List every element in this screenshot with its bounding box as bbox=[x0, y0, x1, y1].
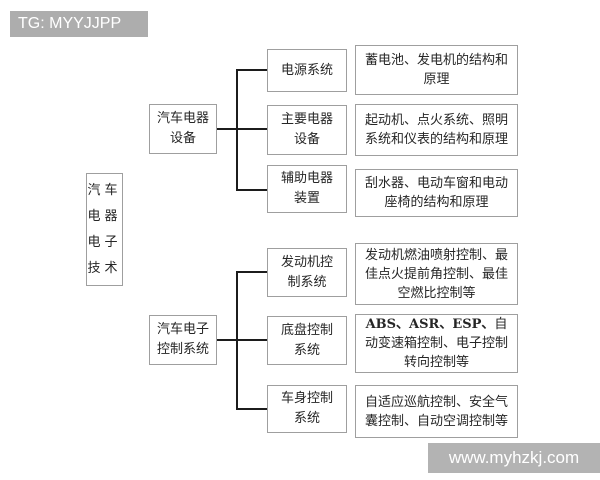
leaf-abs-asr-esp-control: ABS、ASR、ESP、自动变速箱控制、电子控制转向控制等 bbox=[355, 314, 518, 373]
connector-branch2-to-chassis-control bbox=[217, 339, 267, 341]
branch-node-label: 汽车电子控制系统 bbox=[156, 322, 209, 357]
leaf-fuel-injection-ignition-control: 发动机燃油喷射控制、最佳点火提前角控制、最佳空燃比控制等 bbox=[355, 243, 518, 305]
sub-node-label: 电源系统 bbox=[280, 62, 333, 78]
root-node-label: 汽车 电器 电子 技术 bbox=[87, 182, 122, 276]
connector-to-auxiliary-devices bbox=[236, 189, 267, 191]
sub-node-label: 发动机控制系统 bbox=[280, 254, 333, 290]
sub-node-main-electrical-equipment: 主要电器设备 bbox=[267, 105, 347, 155]
leaf-wiper-window-seat: 刮水器、电动车窗和电动座椅的结构和原理 bbox=[355, 169, 518, 217]
leaf-starter-ignition-lighting: 起动机、点火系统、照明系统和仪表的结构和原理 bbox=[355, 104, 518, 156]
sub-node-auxiliary-devices: 辅助电器装置 bbox=[267, 165, 347, 213]
leaf-detail-text: 刮水器、电动车窗和电动座椅的结构和原理 bbox=[364, 176, 508, 210]
leaf-battery-generator: 蓄电池、发电机的结构和原理 bbox=[355, 45, 518, 95]
sub-node-label: 车身控制系统 bbox=[280, 391, 333, 426]
sub-node-chassis-control-system: 底盘控制系统 bbox=[267, 316, 347, 365]
leaf-detail-rest: 自动变速箱控制、电子控制转向控制等 bbox=[364, 317, 508, 370]
connector-to-body-control bbox=[236, 408, 267, 410]
leaf-detail-text: ABS、ASR、ESP、自动变速箱控制、电子控制转向控制等 bbox=[362, 315, 512, 372]
leaf-cruise-airbag-ac-control: 自适应巡航控制、安全气囊控制、自动空调控制等 bbox=[355, 385, 518, 438]
sub-node-label: 主要电器设备 bbox=[280, 112, 333, 147]
sub-node-label: 底盘控制系统 bbox=[280, 322, 333, 358]
connector-to-engine-control bbox=[236, 271, 267, 273]
connector-trunk-branch1 bbox=[236, 69, 238, 191]
sub-node-power-system: 电源系统 bbox=[267, 49, 347, 92]
sub-node-label: 辅助电器装置 bbox=[280, 171, 333, 206]
leaf-detail-text: 自适应巡航控制、安全气囊控制、自动空调控制等 bbox=[364, 394, 508, 429]
leaf-detail-text: 起动机、点火系统、照明系统和仪表的结构和原理 bbox=[364, 113, 508, 147]
sub-node-engine-control-system: 发动机控制系统 bbox=[267, 248, 347, 297]
connector-branch1-to-main-equipment bbox=[217, 128, 267, 130]
branch-node-electronic-control: 汽车电子控制系统 bbox=[149, 315, 217, 365]
site-watermark: www.myhzkj.com bbox=[428, 443, 600, 473]
leaf-detail-text: 蓄电池、发电机的结构和原理 bbox=[364, 53, 508, 87]
tag-watermark-label: TG: MYYJJPP bbox=[10, 11, 148, 37]
leaf-detail-text: 发动机燃油喷射控制、最佳点火提前角控制、最佳空燃比控制等 bbox=[364, 247, 508, 301]
leaf-detail-bold-prefix: ABS、ASR、ESP、 bbox=[365, 317, 495, 332]
branch-node-electrical-equipment: 汽车电器设备 bbox=[149, 104, 217, 154]
connector-to-power-system bbox=[236, 69, 267, 71]
root-node-qiche-dianqi-dianzi-jishu: 汽车 电器 电子 技术 bbox=[86, 173, 123, 286]
sub-node-body-control-system: 车身控制系统 bbox=[267, 385, 347, 433]
branch-node-label: 汽车电器设备 bbox=[156, 111, 209, 146]
